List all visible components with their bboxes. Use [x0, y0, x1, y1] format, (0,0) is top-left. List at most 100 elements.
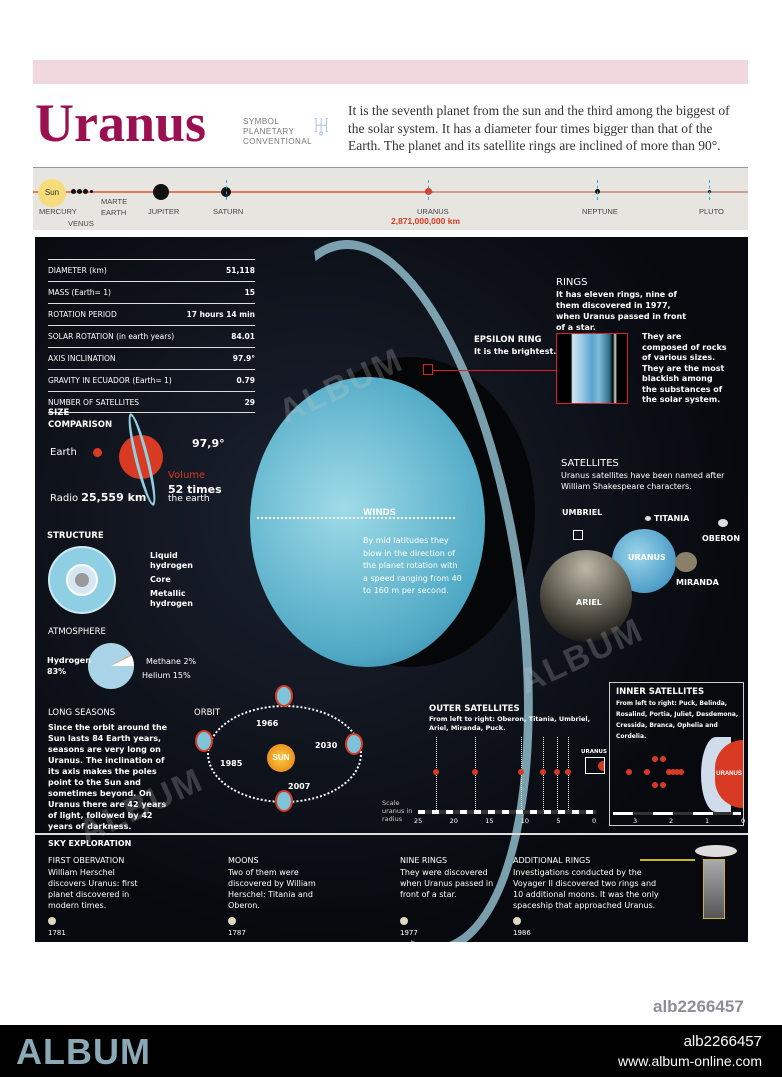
outer-scale-tick: 25: [414, 817, 423, 825]
outer-satellite-dot: [564, 769, 571, 775]
mercury-dot: [71, 189, 76, 194]
orbit-heading: ORBIT: [194, 708, 221, 718]
inner-satellite-dot: [670, 769, 676, 775]
footer-id: alb2266457: [683, 1033, 762, 1050]
inner-satellite-dot: [626, 769, 632, 775]
outer-satellite-dot: [432, 769, 439, 775]
uranus-planet: [250, 377, 485, 667]
winds-heading: WINDS: [363, 508, 396, 518]
satellites-text: Uranus satellites have been named after …: [561, 471, 725, 491]
uranus-scale-box: [585, 757, 605, 774]
earth-dot: [83, 189, 88, 194]
outer-scale-tick: 5: [556, 817, 561, 825]
outer-scale-tick: 10: [520, 817, 530, 825]
core-label: Core: [150, 575, 171, 584]
exploration-item: ADDITIONAL RINGS Investigations conducte…: [513, 855, 663, 911]
page-title: Uranus: [35, 93, 207, 153]
inner-heading: INNER SATELLITES: [616, 687, 705, 697]
epsilon-ring-detail: [556, 333, 628, 404]
inner-satellite-dot: [652, 782, 658, 788]
rings-heading: RINGS: [556, 277, 588, 288]
image-id: alb2266457: [653, 997, 744, 1016]
volume-note: the earth: [168, 494, 210, 504]
album-logo: ALBUM: [16, 1031, 151, 1072]
inner-satellite-dot: [660, 756, 666, 762]
stat-row: SOLAR ROTATION (in earth years)84.01: [48, 325, 255, 347]
oberon-moon: [718, 519, 728, 527]
uranus-2030: [345, 733, 363, 755]
sun-icon: Sun: [38, 179, 66, 207]
label-earth: EARTH: [101, 208, 127, 217]
pie-methane: [111, 654, 132, 666]
label-mercury: MERCURY: [39, 207, 77, 216]
inner-text: From left to right: Puck, Belinda, Rosal…: [616, 700, 739, 740]
footer: ALBUM alb2266457 www.album-online.com: [0, 1025, 782, 1077]
titania-moon: [645, 516, 651, 521]
outer-text: From left to right: Oberon, Titania, Umb…: [429, 715, 591, 732]
uranus-symbol-icon: ♅: [310, 110, 333, 143]
solar-system-timeline: Sun MERCURY VENUS MARTE EARTH JUPITER SA…: [33, 167, 748, 230]
stat-row: DIAMETER (km)51,118: [48, 259, 255, 281]
inner-scale-tick: 2: [669, 817, 674, 825]
volume-label: Volume: [168, 470, 206, 481]
inner-scale-tick: 1: [705, 817, 710, 825]
uranus-1985: [195, 730, 213, 752]
exploration-text: They were discovered when Uranus passed …: [400, 867, 494, 899]
label-uranus: URANUS: [417, 207, 449, 216]
epsilon-marker: [423, 364, 433, 375]
exploration-text: Investigations conducted by the Voyager …: [513, 867, 659, 910]
year-2007: 2007: [288, 782, 311, 791]
umbriel-moon: [573, 530, 583, 540]
rings-text: It has eleven rings, nine of them discov…: [556, 290, 687, 332]
outer-satellite-dot: [553, 769, 560, 775]
exploration-title: MOONS: [228, 856, 259, 865]
jupiter-dot: [153, 184, 169, 200]
divider: [35, 833, 748, 835]
label-ariel: ARIEL: [576, 598, 602, 607]
exploration-year: 1787: [228, 929, 246, 937]
inner-satellite-dot: [660, 782, 666, 788]
label-neptune: NEPTUNE: [582, 207, 618, 216]
distance-line: [33, 191, 433, 193]
exploration-item: FIRST OBERVATION William Herschel discov…: [48, 855, 148, 911]
exploration-year: 1781: [48, 929, 66, 937]
label-umbriel: UMBRIEL: [562, 508, 603, 517]
outer-heading: OUTER SATELLITES: [429, 704, 520, 714]
helium-label: Helium 15%: [142, 671, 191, 680]
intro-text: It is the seventh planet from the sun an…: [348, 103, 730, 153]
sun-icon: SUN: [267, 744, 295, 772]
outer-scale-bar: [418, 810, 596, 814]
seasons-heading: LONG SEASONS: [48, 708, 116, 718]
infographic-panel: DIAMETER (km)51,118 MASS (Earth= 1)15 RO…: [35, 237, 748, 942]
stat-row: MASS (Earth= 1)15: [48, 281, 255, 303]
label-titania: TITANIA: [654, 514, 690, 523]
header-band: [33, 60, 748, 84]
voyager-probe-icon: [640, 845, 740, 927]
epsilon-heading: EPSILON RING: [474, 335, 542, 345]
rings-composition: They are composed of rocks of various si…: [642, 332, 727, 404]
inner-scale-bar: [613, 812, 741, 815]
outer-satellite-dot: [518, 769, 525, 775]
year-1966: 1966: [256, 719, 279, 728]
uranus-size-circle: [119, 435, 163, 479]
atmosphere-pie: [88, 643, 134, 689]
exploration-title: FIRST OBERVATION: [48, 856, 125, 865]
exploration-title: ADDITIONAL RINGS: [513, 856, 591, 865]
year-dot: [513, 917, 521, 925]
atmosphere-heading: ATMOSPHERE: [48, 627, 106, 637]
stats-table: DIAMETER (km)51,118 MASS (Earth= 1)15 RO…: [48, 259, 255, 413]
uranus-1966: [275, 685, 293, 707]
uranus-distance: 2,871,000,000 km: [391, 216, 461, 226]
stat-row: GRAVITY IN ECUADOR (Earth= 1)0.79: [48, 369, 255, 391]
outer-satellite-dot: [539, 769, 546, 775]
scale-label: Scale uranus in radius: [382, 799, 413, 823]
inner-uranus: URANUS: [715, 740, 743, 808]
footer-url[interactable]: www.album-online.com: [618, 1053, 762, 1069]
inner-scale-tick: 3: [633, 817, 638, 825]
